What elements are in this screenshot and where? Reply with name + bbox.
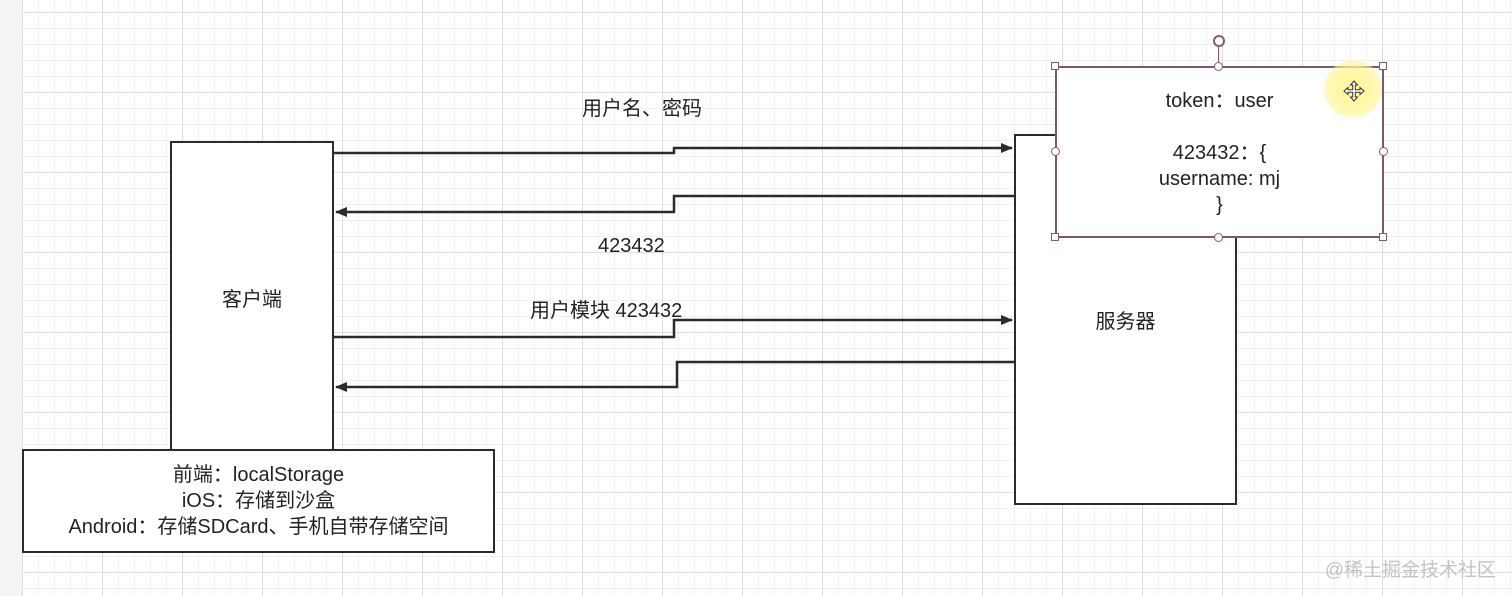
resize-handle-top[interactable] [1214, 62, 1223, 71]
arrow-login-request[interactable] [334, 143, 1013, 155]
left-margin-strip [0, 0, 22, 596]
client-label: 客户端 [222, 288, 282, 311]
resize-handle-right[interactable] [1379, 147, 1388, 156]
storage-line-android: Android：存储SDCard、手机自带存储空间 [68, 516, 449, 538]
arrow-token-response[interactable] [335, 194, 1014, 217]
move-cursor-icon [1343, 80, 1365, 102]
token-line-username: username: mj [1158, 168, 1281, 190]
rotate-handle-stem [1218, 47, 1219, 66]
arrow-module-request[interactable] [334, 315, 1013, 339]
resize-handle-top-right[interactable] [1379, 62, 1387, 70]
token-line-key: 423432：{ [1172, 142, 1267, 164]
login-request-label: 用户名、密码 [582, 98, 702, 120]
storage-line-ios: iOS：存储到沙盒 [181, 490, 336, 512]
rotate-handle-icon[interactable] [1213, 35, 1225, 47]
resize-handle-left[interactable] [1051, 147, 1060, 156]
token-line-header: token：user [1165, 90, 1274, 112]
module-request-label: 用户模块 423432 [530, 300, 683, 322]
token-response-label: 423432 [598, 235, 665, 257]
client-box[interactable]: 客户端 [170, 141, 334, 453]
resize-handle-bottom-left[interactable] [1051, 233, 1059, 241]
resize-handle-top-left[interactable] [1051, 62, 1059, 70]
storage-line-frontend: 前端：localStorage [172, 464, 345, 486]
arrow-module-response[interactable] [335, 360, 1014, 392]
watermark: @稀土掘金技术社区 [1324, 560, 1496, 581]
token-line-close: } [1216, 194, 1223, 216]
storage-note-box[interactable]: 前端：localStorage iOS：存储到沙盒 Android：存储SDCa… [22, 449, 495, 553]
resize-handle-bottom[interactable] [1214, 233, 1223, 242]
server-label: 服务器 [1095, 311, 1156, 333]
resize-handle-bottom-right[interactable] [1379, 233, 1387, 241]
